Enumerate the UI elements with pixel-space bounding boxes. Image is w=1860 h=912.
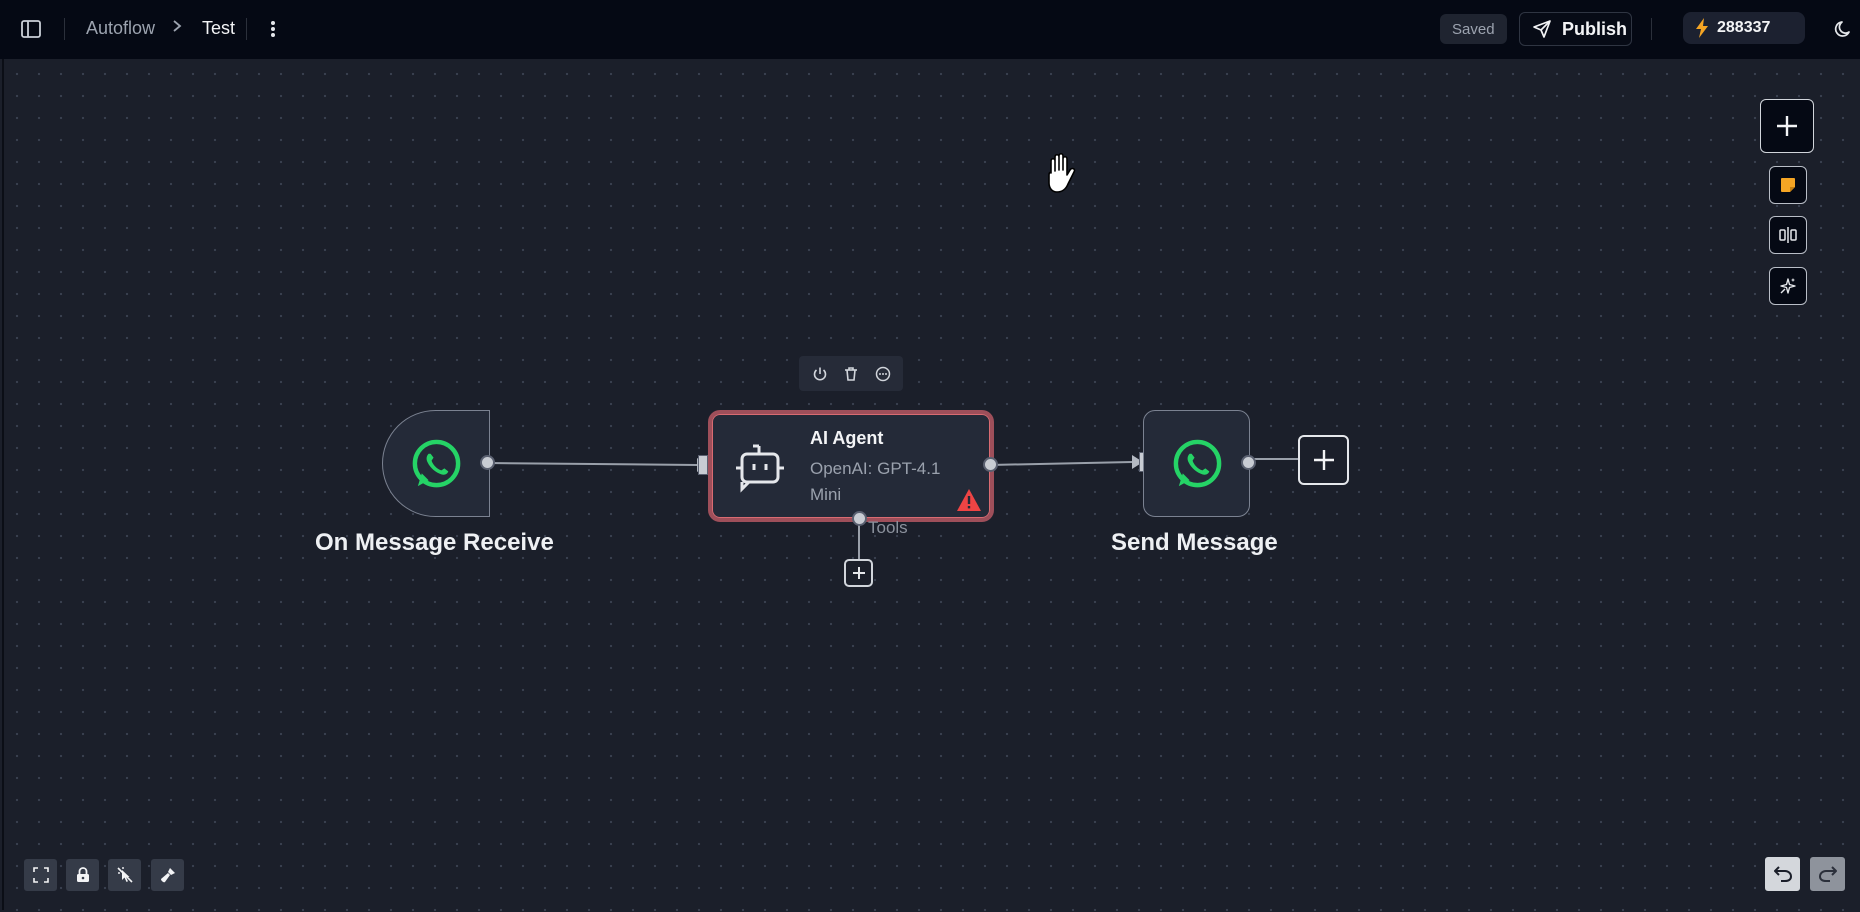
undo-icon	[1773, 866, 1792, 882]
magic-sparkles-icon	[1780, 278, 1796, 294]
sticky-note-icon	[1781, 178, 1795, 192]
publish-button[interactable]: Publish	[1519, 12, 1632, 46]
plus-icon	[852, 567, 865, 579]
plus-icon	[1777, 116, 1797, 136]
plus-icon	[1313, 450, 1334, 470]
clean-icon	[160, 868, 175, 883]
clean-canvas-button[interactable]	[151, 859, 184, 891]
whatsapp-icon	[412, 439, 461, 488]
sticky-note-button[interactable]	[1769, 166, 1807, 204]
input-handle[interactable]	[698, 455, 708, 475]
node-label: Send Message	[1111, 529, 1278, 556]
whatsapp-icon	[1173, 439, 1222, 488]
lightning-icon	[1696, 18, 1708, 38]
warning-icon[interactable]	[956, 488, 982, 512]
ai-assist-button[interactable]	[1769, 267, 1807, 305]
canvas-frame	[2, 59, 1858, 910]
node-on-message-receive[interactable]	[382, 410, 490, 517]
tools-handle[interactable]	[852, 511, 867, 526]
hand-cursor-icon	[1048, 152, 1076, 193]
breadcrumb-chevron-icon	[172, 19, 182, 38]
lock-icon	[76, 867, 89, 882]
top-bar: Autoflow Test Saved Publish 288337	[0, 0, 1860, 59]
power-icon[interactable]	[809, 363, 831, 385]
align-icon	[1779, 227, 1797, 243]
add-node-button[interactable]	[1298, 435, 1349, 485]
bot-icon	[736, 444, 784, 493]
divider	[1651, 18, 1652, 40]
undo-button[interactable]	[1765, 857, 1800, 891]
moon-icon[interactable]	[1832, 17, 1856, 41]
disable-interactions-icon	[116, 867, 133, 883]
redo-button[interactable]	[1810, 857, 1845, 891]
node-label: On Message Receive	[315, 529, 554, 556]
sidebar-toggle-icon[interactable]	[18, 17, 44, 41]
divider	[246, 18, 247, 40]
node-ai-agent[interactable]: AI Agent OpenAI: GPT-4.1 Mini	[708, 410, 994, 522]
tools-label: Tools	[868, 518, 908, 537]
add-node-panel-button[interactable]	[1760, 99, 1814, 153]
output-handle[interactable]	[1241, 455, 1256, 470]
output-handle[interactable]	[480, 455, 495, 470]
node-subtitle: OpenAI: GPT-4.1 Mini	[810, 459, 941, 504]
send-icon	[1533, 20, 1551, 38]
credits-value: 288337	[1717, 19, 1771, 36]
more-options-icon[interactable]	[262, 16, 284, 42]
more-icon[interactable]	[872, 363, 894, 385]
breadcrumb-current[interactable]: Test	[202, 18, 236, 38]
node-send-message[interactable]	[1143, 410, 1250, 517]
auto-layout-button[interactable]	[1769, 216, 1807, 254]
breadcrumb-root[interactable]: Autoflow	[86, 18, 156, 38]
fit-view-icon	[32, 867, 49, 883]
fit-view-button[interactable]	[24, 859, 57, 891]
save-status-badge: Saved	[1440, 14, 1507, 44]
redo-icon	[1818, 866, 1837, 882]
node-title: AI Agent	[810, 428, 884, 448]
trash-icon[interactable]	[840, 363, 862, 385]
output-handle[interactable]	[983, 457, 998, 472]
node-toolbar	[799, 356, 903, 391]
divider	[64, 18, 65, 40]
add-tool-button[interactable]	[844, 559, 873, 587]
toggle-interactivity-button[interactable]	[108, 859, 141, 891]
lock-button[interactable]	[66, 859, 99, 891]
credits-badge[interactable]: 288337	[1683, 12, 1805, 44]
publish-label: Publish	[1562, 18, 1628, 39]
